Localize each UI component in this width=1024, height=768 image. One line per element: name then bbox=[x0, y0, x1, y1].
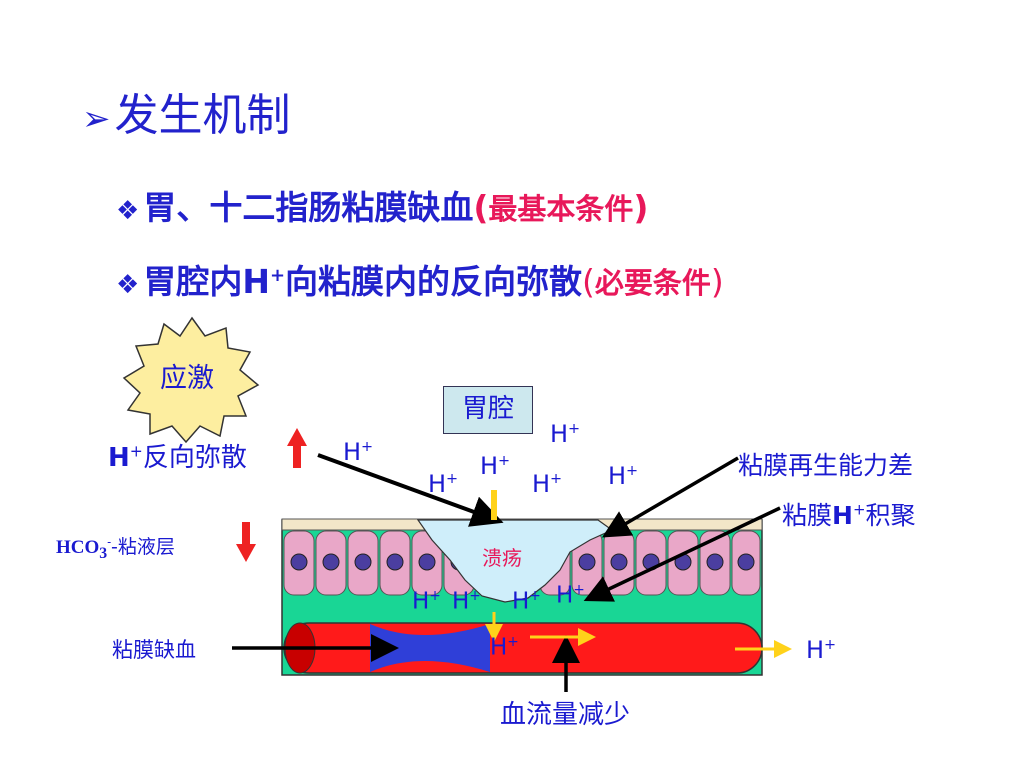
arrow-to-ulcer bbox=[317, 453, 504, 527]
bullet-main-text: 胃、十二指肠粘膜缺血 bbox=[143, 188, 474, 227]
bullet-note: 必要条件 bbox=[594, 266, 711, 300]
h-ion: H+ bbox=[806, 636, 837, 664]
arrow-down-icon bbox=[236, 522, 256, 562]
narrowed-vessel bbox=[370, 624, 490, 672]
h-ion: H+ bbox=[512, 588, 541, 615]
bullet-item: ❖胃腔内H+向粘膜内的反向弥散(必要条件) bbox=[116, 262, 724, 301]
bloodflow-label: 血流量减少 bbox=[500, 700, 631, 730]
ulcer-label: 溃疡 bbox=[482, 546, 522, 570]
mucus-layer-label: HCO3--粘液层 bbox=[56, 536, 175, 562]
h-ion: H+ bbox=[452, 588, 481, 615]
h-ion: H+ bbox=[532, 470, 563, 498]
regeneration-label: 粘膜再生能力差 bbox=[738, 451, 914, 480]
bullet-main-text: 胃腔内H bbox=[143, 262, 270, 301]
gastric-lumen-label: 胃腔 bbox=[443, 386, 533, 434]
accumulation-label: 粘膜H+积聚 bbox=[782, 500, 916, 530]
arrow-accumulation bbox=[583, 506, 781, 602]
h-ion: H+ bbox=[490, 634, 519, 661]
bullet-item: ❖胃、十二指肠粘膜缺血(最基本条件) bbox=[116, 188, 649, 227]
bullet-note: 最基本条件 bbox=[488, 192, 634, 226]
arrow-regeneration bbox=[601, 456, 739, 538]
heading-text: 发生机制 bbox=[114, 90, 291, 141]
h-ion: H+ bbox=[556, 582, 585, 609]
diamond-bullet-icon: ❖ bbox=[116, 270, 140, 300]
h-ion: H+ bbox=[343, 438, 374, 466]
back-diffusion-label: H+反向弥散 bbox=[108, 442, 247, 473]
h-influx-bar bbox=[491, 490, 497, 520]
diamond-bullet-icon: ❖ bbox=[116, 196, 140, 226]
arrow-bullet-icon: ➢ bbox=[82, 99, 111, 139]
blood-vessel bbox=[283, 622, 763, 674]
ischemia-label: 粘膜缺血 bbox=[112, 638, 196, 662]
h-ion: H+ bbox=[428, 470, 459, 498]
h-ion: H+ bbox=[480, 452, 511, 480]
h-ion: H+ bbox=[550, 420, 581, 448]
h-ion: H+ bbox=[608, 462, 639, 490]
stress-starburst bbox=[122, 316, 260, 444]
stress-label: 应激 bbox=[160, 363, 214, 394]
arrow-up-icon bbox=[287, 428, 307, 468]
h-ion: H+ bbox=[412, 588, 441, 615]
section-heading: ➢发生机制 bbox=[82, 88, 291, 147]
